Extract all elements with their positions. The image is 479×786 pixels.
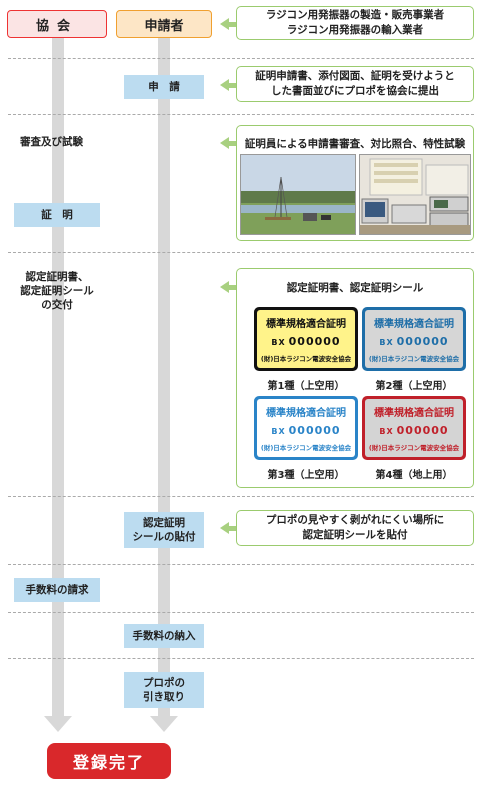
seal-number: 000000 (288, 423, 341, 437)
pickup-line-2: 引き取り (143, 691, 185, 703)
lab-equipment-photo (359, 154, 471, 235)
makers-arrow-bar (229, 21, 237, 27)
separator (8, 612, 474, 613)
certificates-title: 認定証明書、認定証明シール (286, 282, 424, 294)
seal-number: 000000 (396, 334, 449, 348)
seal-org: (財)日本ラジコン電波安全協会 (368, 355, 460, 364)
seal-org: (財)日本ラジコン電波安全協会 (368, 444, 460, 453)
application-arrow (220, 79, 229, 91)
inspection-text: 証明員による申請書審査、対比照合、特性試験 (244, 138, 466, 150)
separator (8, 252, 474, 253)
seal-title: 標準規格適合証明 (374, 407, 454, 419)
pickup-line-1: プロポの (143, 676, 185, 689)
registration-complete: 登録完了 (47, 743, 171, 779)
seal-caption: 第3種（上空用） (267, 470, 345, 481)
separator (8, 58, 474, 59)
fee-payment-step: 手数料の納入 (124, 624, 204, 648)
certify-step: 証 明 (14, 203, 100, 227)
review-step: 審査及び試験 (20, 136, 83, 148)
issue-line-1: 認定証明書、 (25, 271, 89, 283)
affix-line-2: 認定証明シールを貼付 (302, 529, 408, 541)
association-header: 協会 (7, 10, 107, 38)
separator (8, 496, 474, 497)
affix-seal-line-2: シールの貼付 (132, 531, 196, 543)
application-line-1: 証明申請書、添付図面、証明を受けようと (255, 70, 455, 83)
seal-caption: 第1種（上空用） (267, 381, 345, 392)
makers-line-2: ラジコン用発振器の輸入業者 (286, 24, 424, 36)
fee-request-step: 手数料の請求 (14, 578, 100, 602)
separator (8, 564, 474, 565)
seal-caption: 第2種（上空用） (375, 381, 453, 392)
seal-code-prefix: BX (271, 426, 286, 436)
makers-arrow (220, 18, 229, 30)
inspection-arrow-bar (229, 140, 237, 146)
separator (8, 658, 474, 659)
application-arrow-bar (229, 82, 237, 88)
affix-line-1: プロポの見やすく剥がれにくい場所に (265, 514, 445, 527)
seal-title: 標準規格適合証明 (374, 318, 454, 330)
application-note: 証明申請書、添付図面、証明を受けようと した書面並びにプロポを協会に提出 (236, 66, 474, 102)
apply-step: 申 請 (124, 75, 204, 99)
association-lane-arrow (44, 716, 72, 732)
seal-number: 000000 (396, 423, 449, 437)
seal-caption: 第4種（地上用） (375, 470, 453, 481)
applicant-lane (158, 38, 170, 718)
affix-arrow (220, 522, 229, 534)
issue-line-3: の交付 (41, 299, 73, 312)
separator (8, 114, 474, 115)
affix-arrow-bar (229, 525, 237, 531)
seal-code-prefix: BX (379, 337, 394, 347)
makers-line-1: ラジコン用発振器の製造・販売事業者 (265, 9, 445, 22)
seal-org: (財)日本ラジコン電波安全協会 (260, 444, 352, 453)
applicant-header: 申請者 (116, 10, 212, 38)
seal-title: 標準規格適合証明 (266, 318, 346, 330)
seal-title: 標準規格適合証明 (266, 407, 346, 419)
affix-note: プロポの見やすく剥がれにくい場所に 認定証明シールを貼付 (236, 510, 474, 546)
pickup-step: プロポの 引き取り (124, 672, 204, 708)
inspection-arrow (220, 137, 229, 149)
affix-seal-line-1: 認定証明 (143, 516, 185, 529)
seal-code-prefix: BX (271, 337, 286, 347)
certificates-arrow-bar (229, 284, 237, 290)
issue-step: 認定証明書、 認定証明シール の交付 (14, 270, 100, 313)
field-test-photo (240, 154, 356, 235)
seal-code-prefix: BX (379, 426, 394, 436)
issue-line-2: 認定証明シール (20, 285, 94, 298)
seal-number: 000000 (288, 334, 341, 348)
application-line-2: した書面並びにプロポを協会に提出 (271, 85, 439, 97)
certificates-arrow (220, 281, 229, 293)
seal-org: (財)日本ラジコン電波安全協会 (260, 355, 352, 364)
applicant-lane-arrow (150, 716, 178, 732)
makers-note: ラジコン用発振器の製造・販売事業者 ラジコン用発振器の輸入業者 (236, 6, 474, 40)
affix-seal-step: 認定証明 シールの貼付 (124, 512, 204, 548)
